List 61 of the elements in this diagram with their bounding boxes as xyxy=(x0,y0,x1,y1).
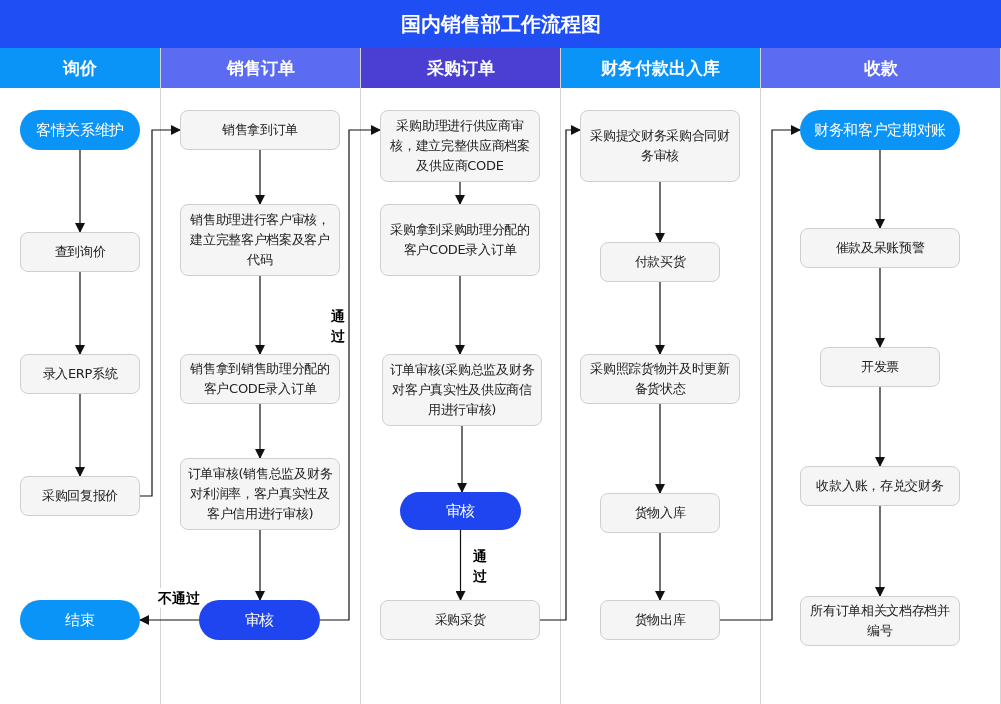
process-box: 采购提交财务采购合同财务审核 xyxy=(580,110,740,182)
swimlane xyxy=(761,48,1001,704)
lane-heading: 采购订单 xyxy=(426,57,495,79)
process-box: 采购采货 xyxy=(380,600,540,640)
process-box: 货物出库 xyxy=(600,600,720,640)
arrow xyxy=(455,275,465,355)
terminal-pill: 结束 xyxy=(20,600,140,640)
arrow xyxy=(455,181,465,205)
arrow xyxy=(875,386,885,467)
arrow xyxy=(539,125,581,621)
process-box: 付款买货 xyxy=(600,242,720,282)
process-box: 销售拿到订单 xyxy=(180,110,340,150)
arrow xyxy=(655,181,665,243)
arrow xyxy=(255,403,265,459)
arrow xyxy=(255,275,265,355)
process-box: 采购拿到采购助理分配的客户CODE录入订单 xyxy=(380,204,540,276)
arrow xyxy=(875,267,885,348)
arrow xyxy=(319,125,381,621)
arrow xyxy=(139,125,181,497)
process-box: 采购回复报价 xyxy=(20,476,140,516)
arrow xyxy=(875,149,885,229)
arrow xyxy=(75,149,85,233)
swimlane xyxy=(561,48,761,704)
arrow xyxy=(655,281,665,355)
arrow xyxy=(75,393,85,477)
process-box: 收款入账，存兑交财务 xyxy=(800,466,960,506)
process-box: 货物入库 xyxy=(600,493,720,533)
process-box: 开发票 xyxy=(820,347,940,387)
arrow xyxy=(255,529,265,601)
arrow xyxy=(875,505,885,597)
edge-label: 通过 xyxy=(330,306,346,346)
lane-heading: 收款 xyxy=(863,57,898,79)
process-box: 所有订单相关文档存档并编号 xyxy=(800,596,960,646)
terminal-pill: 财务和客户定期对账 xyxy=(800,110,960,150)
process-box: 录入ERP系统 xyxy=(20,354,140,394)
process-box: 采购助理进行供应商审核，建立完整供应商档案及供应商CODE xyxy=(380,110,540,182)
lane-heading: 财务付款出入库 xyxy=(601,57,720,79)
process-box: 销售助理进行客户审核，建立完整客户档案及客户代码 xyxy=(180,204,340,276)
terminal-pill: 审核 xyxy=(400,492,521,530)
terminal-pill: 客情关系维护 xyxy=(20,110,140,150)
arrow xyxy=(455,529,466,601)
process-box: 销售拿到销售助理分配的客户CODE录入订单 xyxy=(180,354,340,404)
arrow xyxy=(655,403,665,494)
process-box: 催款及呆账预警 xyxy=(800,228,960,268)
edge-label: 通过 xyxy=(472,546,488,586)
lane-heading: 销售订单 xyxy=(226,57,295,79)
lane-heading: 询价 xyxy=(63,57,97,79)
arrow xyxy=(255,149,265,205)
edge-label: 不通过 xyxy=(155,588,203,608)
arrow xyxy=(139,615,200,625)
swimlane xyxy=(361,48,561,704)
arrow xyxy=(655,532,665,601)
title-bar: 国内销售部工作流程图 xyxy=(0,0,1001,48)
arrow xyxy=(457,425,467,493)
terminal-pill: 审核 xyxy=(199,600,320,640)
process-box: 采购照踪货物并及时更新备货状态 xyxy=(580,354,740,404)
process-box: 订单审核(销售总监及财务对利润率，客户真实性及客户信用进行审核) xyxy=(180,458,340,530)
process-box: 订单审核(采购总监及财务对客户真实性及供应商信用进行审核) xyxy=(382,354,542,426)
process-box: 查到询价 xyxy=(20,232,140,272)
arrow xyxy=(75,271,85,355)
arrow xyxy=(719,125,801,621)
